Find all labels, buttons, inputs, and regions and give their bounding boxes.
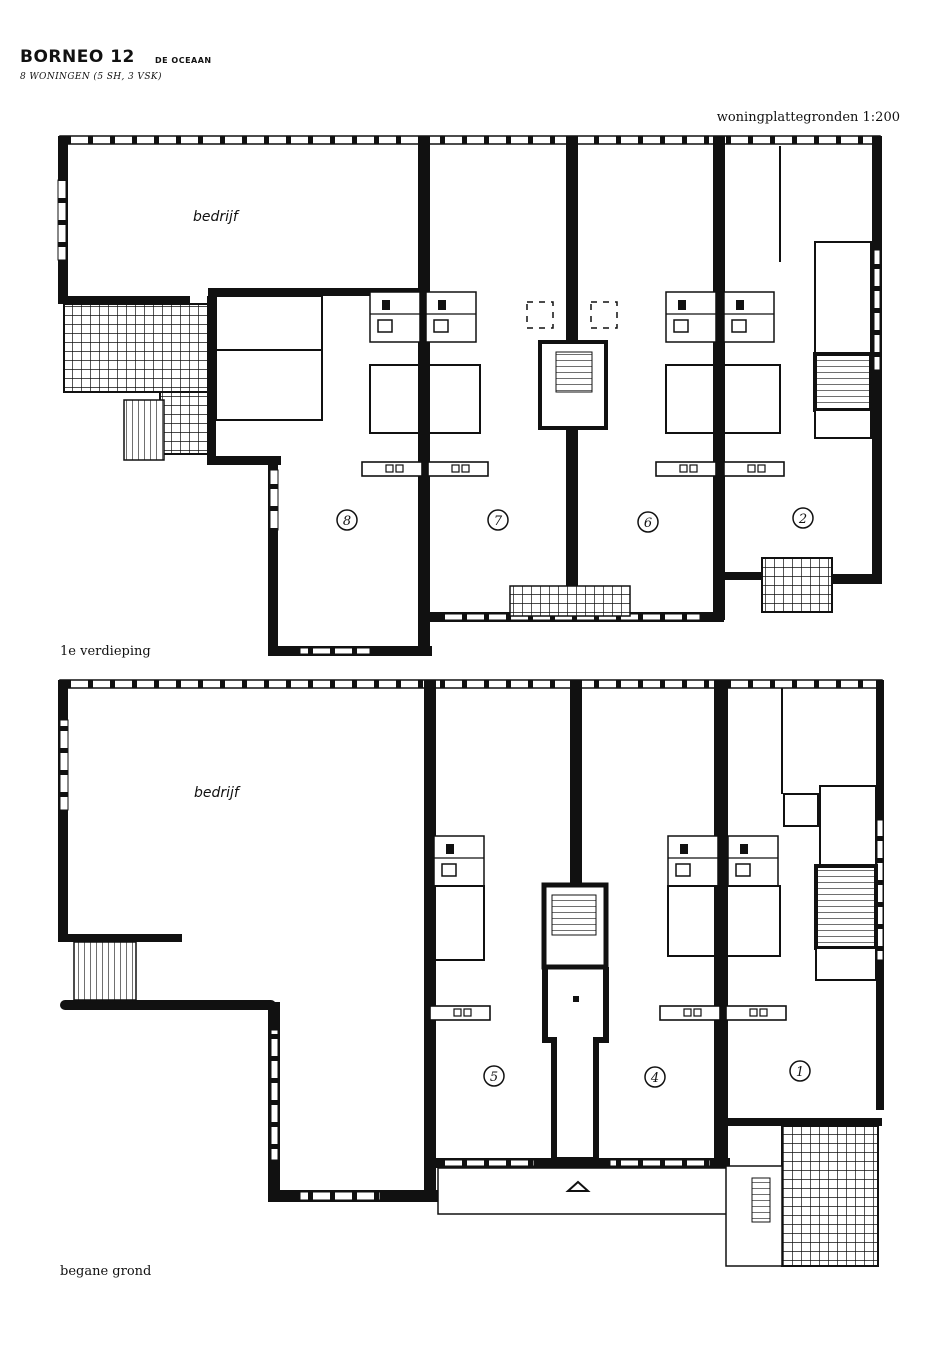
svg-text:6: 6 bbox=[644, 516, 652, 531]
project-title: BORNEO 12 bbox=[20, 47, 135, 67]
upper-unit-6: 6 bbox=[637, 511, 659, 533]
floor-label-upper: 1e verdieping bbox=[60, 644, 151, 659]
svg-text:7: 7 bbox=[494, 514, 503, 529]
upper-unit-8: 8 bbox=[336, 509, 358, 531]
svg-text:8: 8 bbox=[343, 514, 351, 529]
floor-label-ground: begane grond bbox=[60, 1264, 152, 1279]
upper-floor-plan: bedrijf 8 7 6 2 bbox=[57, 135, 882, 656]
upper-unit-2: 2 bbox=[792, 507, 814, 529]
svg-text:5: 5 bbox=[490, 1070, 498, 1085]
svg-text:1: 1 bbox=[796, 1065, 804, 1080]
ground-unit-5: 5 bbox=[483, 1065, 505, 1087]
ground-unit-1: 1 bbox=[789, 1060, 811, 1082]
upper-unit-7: 7 bbox=[487, 509, 509, 531]
units-note: 8 WONINGEN (5 SH, 3 VSK) bbox=[20, 72, 162, 82]
ground-unit-4: 4 bbox=[644, 1066, 666, 1088]
ground-business-label: bedrijf bbox=[194, 785, 241, 801]
scale-label: woningplattegronden 1:200 bbox=[716, 110, 900, 125]
svg-text:2: 2 bbox=[798, 512, 807, 527]
ground-floor-plan: bedrijf 5 4 1 bbox=[58, 679, 884, 1267]
project-subtitle: DE OCEAAN bbox=[155, 56, 212, 65]
svg-text:4: 4 bbox=[650, 1071, 659, 1086]
upper-business-label: bedrijf bbox=[193, 209, 240, 225]
